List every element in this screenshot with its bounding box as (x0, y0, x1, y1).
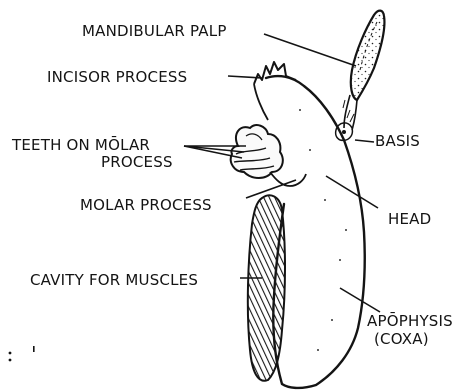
leader-apophysis (340, 288, 380, 312)
label-molar-process: MOLAR PROCESS (80, 196, 212, 214)
label-teeth-process: PROCESS (101, 153, 173, 171)
label-coxa: (COXA) (374, 330, 429, 348)
label-cavity-for-muscles: CAVITY FOR MUSCLES (30, 271, 198, 289)
stray-marks (9, 346, 35, 361)
label-head: HEAD (388, 210, 431, 228)
cavity-shape (248, 195, 285, 380)
leader-mandibular-palp (264, 34, 356, 66)
label-mandibular-palp: MANDIBULAR PALP (82, 22, 227, 40)
label-teeth-on-molar: TEETH ON MŌLAR (11, 135, 150, 154)
mandibular-palp-shape (344, 11, 384, 130)
incisor-process-shape (254, 62, 296, 120)
leader-head (326, 176, 378, 208)
leader-basis (355, 140, 374, 142)
label-incisor-process: INCISOR PROCESS (47, 68, 187, 86)
molar-process-shape (231, 125, 306, 186)
label-basis: BASIS (375, 132, 420, 150)
label-apophysis: APŌPHYSIS (367, 311, 453, 330)
